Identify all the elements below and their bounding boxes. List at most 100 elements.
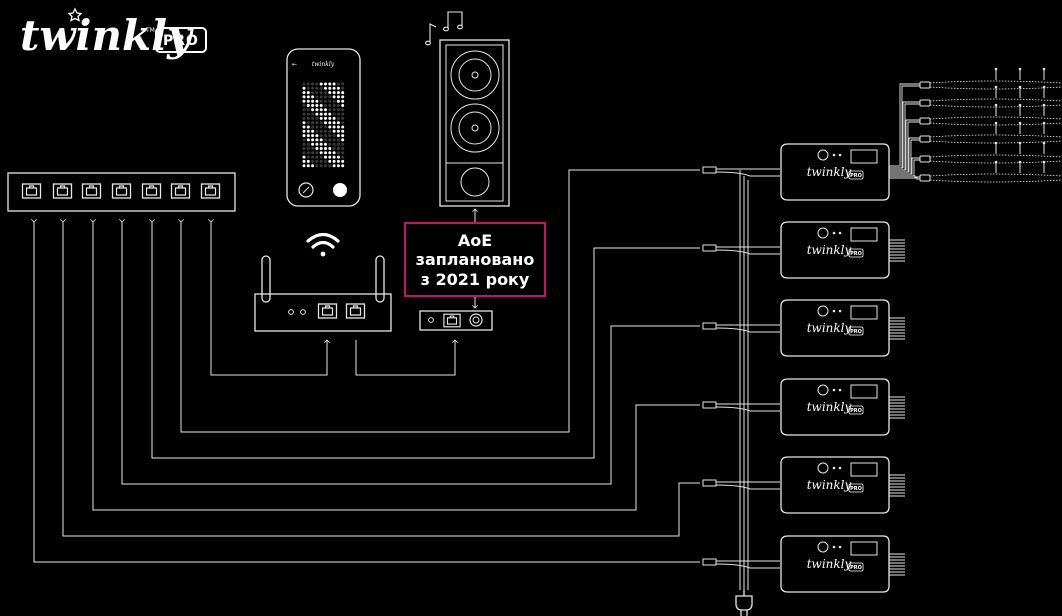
aoe-note-line2: заплановано	[416, 250, 535, 269]
controller-logo-badge: PRO	[850, 408, 862, 414]
led-dot	[324, 129, 327, 133]
led-dot	[328, 138, 332, 142]
led-dot	[315, 99, 319, 103]
led-dot	[306, 151, 310, 155]
led-dot	[311, 86, 315, 90]
led-dot	[302, 155, 306, 159]
led-dot	[328, 112, 332, 116]
led-dot	[319, 108, 323, 112]
controller-output-pins	[889, 553, 905, 576]
led-dot	[306, 91, 310, 95]
wifi-icon	[306, 232, 340, 257]
led-dot	[328, 134, 332, 138]
controller-logo-word: twinkly	[807, 243, 852, 257]
led-dot	[341, 164, 345, 168]
led-dot	[302, 121, 306, 125]
led-dot	[311, 138, 315, 142]
led-dot	[306, 142, 310, 146]
led-dot	[336, 112, 340, 116]
led-dot	[341, 121, 345, 125]
controller-output-pins	[889, 396, 905, 419]
controller-logo-word: twinkly	[807, 165, 852, 179]
led-dot	[328, 125, 332, 129]
led-dot	[336, 108, 340, 112]
controller-cables	[715, 168, 780, 590]
led-dot	[315, 159, 319, 163]
led-dot	[306, 164, 310, 168]
led-dot	[332, 91, 336, 95]
speaker	[439, 39, 510, 207]
led-dot	[336, 121, 340, 125]
led-dot	[306, 108, 310, 112]
led-dot	[315, 134, 319, 138]
led-dot	[336, 91, 340, 95]
phone-back-icon: ←	[292, 61, 297, 68]
controller-logo-badge: PRO	[850, 486, 862, 492]
twinkly-pro-logo: twinkly TM PRO	[20, 7, 207, 60]
led-dot	[332, 86, 336, 90]
led-dot	[341, 86, 345, 90]
switch-links	[31, 169, 700, 563]
controller-logo-word: twinkly	[807, 321, 852, 335]
led-dot	[324, 121, 327, 125]
led-dot	[302, 99, 306, 103]
led-dot	[311, 129, 315, 133]
led-dot	[328, 142, 332, 146]
led-dot	[328, 91, 332, 95]
led-dot	[341, 95, 345, 99]
led-dot	[328, 155, 332, 159]
led-dot	[319, 134, 323, 138]
led-dot	[332, 142, 336, 146]
led-dot	[336, 86, 340, 90]
controllers: twinklyPROtwinklyPROtwinklyPROtwinklyPRO…	[780, 143, 905, 593]
led-dot	[315, 155, 319, 159]
led-dot	[336, 125, 340, 129]
led-dot	[306, 86, 310, 90]
led-dot	[324, 95, 327, 99]
aoe-note-line1: AoE	[458, 231, 492, 250]
controller-output-pins	[889, 317, 905, 340]
led-dot	[328, 151, 332, 155]
led-dot	[311, 147, 315, 150]
led-dot	[319, 91, 323, 95]
led-dot	[328, 121, 332, 125]
led-dot	[302, 116, 306, 120]
led-dot	[315, 108, 319, 112]
logo-star-icon	[67, 7, 83, 22]
controller-logo-word: twinkly	[807, 400, 852, 414]
led-dot	[302, 95, 306, 99]
led-dot	[336, 164, 340, 168]
led-dot	[328, 108, 332, 112]
led-dot	[336, 134, 340, 138]
led-dot	[324, 159, 327, 163]
phone-brightness-icon	[298, 182, 314, 198]
controller-output-pins	[889, 474, 905, 497]
led-dot	[306, 82, 310, 86]
led-dot	[332, 108, 336, 112]
led-dot	[324, 91, 327, 95]
led-dot	[302, 125, 306, 129]
led-dot	[324, 125, 327, 129]
led-dot	[332, 155, 336, 159]
led-dot	[302, 108, 306, 112]
led-strand-6	[889, 160, 1062, 183]
led-dot	[324, 155, 327, 159]
controller-logo-word: twinkly	[807, 557, 852, 571]
led-dot	[332, 125, 336, 129]
led-dot	[311, 104, 315, 107]
led-dot	[332, 151, 336, 155]
led-dot	[306, 125, 310, 129]
led-dot	[306, 129, 310, 133]
led-dot	[315, 86, 319, 90]
network-switch	[7, 172, 236, 212]
led-dot	[324, 104, 327, 107]
led-dot	[306, 99, 310, 103]
aoe-note: AoE заплановано з 2021 року	[404, 222, 546, 297]
led-dot	[341, 91, 345, 95]
led-dot	[328, 82, 332, 86]
led-dot	[306, 116, 310, 120]
led-dot	[341, 108, 345, 112]
led-dot	[306, 104, 310, 107]
